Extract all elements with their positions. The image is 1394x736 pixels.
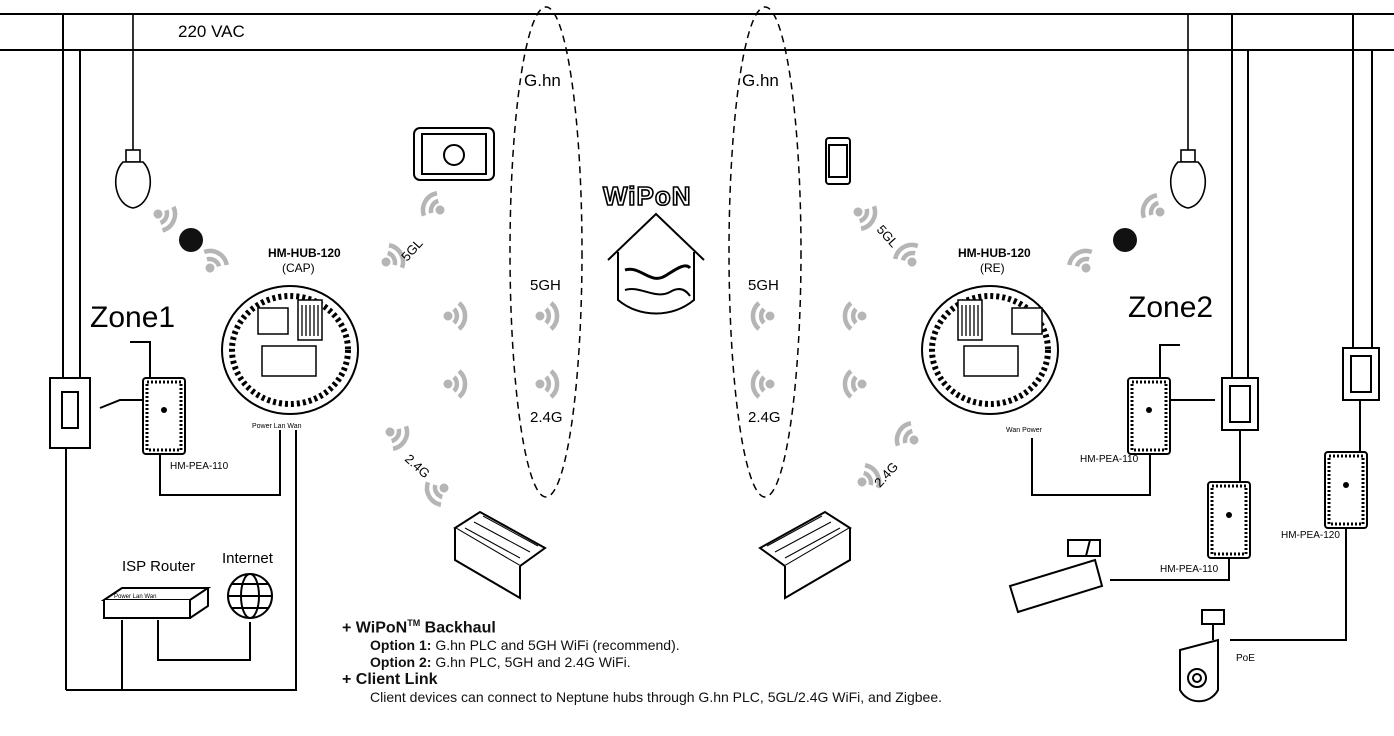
- hub-right-model: HM-HUB-120: [958, 246, 1031, 260]
- svg-text:WiPoN: WiPoN: [603, 181, 692, 211]
- ghn-label-right: G.hn: [742, 71, 779, 90]
- right-wall-risers: [1231, 14, 1373, 380]
- phone-icon: [825, 137, 851, 185]
- zone1-label: Zone1: [90, 301, 175, 334]
- router-ports: Power Lan Wan: [114, 594, 156, 600]
- light-bulb-icon: [1170, 14, 1206, 209]
- laptop-icon: [453, 510, 547, 600]
- zigbee-sensor-icon: [1113, 228, 1137, 252]
- ghn-backhaul-ellipse: [509, 6, 802, 498]
- backhaul-title: + WiPoNTM Backhaul: [342, 618, 496, 637]
- globe-icon: [227, 573, 273, 619]
- band-24g-hub-right: 2.4G: [871, 459, 901, 490]
- band-24g-hub-left: 2.4G: [402, 451, 433, 481]
- hub-right: [921, 285, 1059, 415]
- band-5gh-right: 5GH: [748, 277, 779, 294]
- adapter-camera-label: HM-PEA-110: [1160, 564, 1219, 575]
- poe-label: PoE: [1236, 653, 1255, 664]
- notes-block: + WiPoNTM Backhaul Option 1: G.hn PLC an…: [342, 614, 942, 706]
- left-wall-riser: [62, 14, 297, 691]
- dome-camera-icon: [1179, 609, 1225, 703]
- band-5gh-left: 5GH: [530, 277, 561, 294]
- hub-left-model: HM-HUB-120: [268, 246, 341, 260]
- zone2-label: Zone2: [1128, 291, 1213, 324]
- light-bulb-icon: [115, 14, 151, 209]
- ghn-label-left: G.hn: [524, 71, 561, 90]
- bullet-camera-icon: [1008, 539, 1104, 614]
- power-line-label: 220 VAC: [178, 22, 245, 41]
- tablet-icon: [413, 127, 495, 181]
- hub-right-ports: Wan Power: [1006, 427, 1043, 434]
- adapter-camera: [1110, 430, 1251, 581]
- client-text: Client devices can connect to Neptune hu…: [370, 689, 942, 706]
- hub-right-role: (RE): [980, 261, 1005, 275]
- adapter-right: [1031, 344, 1215, 496]
- band-24g-left: 2.4G: [530, 409, 563, 426]
- zigbee-sensor-icon: [179, 228, 203, 252]
- adapter-poe: [1230, 400, 1368, 641]
- isp-router: [100, 587, 251, 690]
- option1-line: Option 1: G.hn PLC and 5GH WiFi (recomme…: [370, 637, 680, 654]
- adapter-left-label: HM-PEA-110: [170, 461, 229, 472]
- wipon-logo: WiPoN: [602, 180, 705, 315]
- power-rail: [0, 13, 1394, 51]
- hub-left: [221, 285, 359, 415]
- internet-label: Internet: [222, 550, 274, 567]
- option2-line: Option 2: G.hn PLC, 5GH and 2.4G WiFi.: [370, 654, 631, 671]
- laptop-icon: [758, 510, 852, 600]
- wall-outlet-right: [1221, 347, 1380, 431]
- adapter-right-label: HM-PEA-110: [1080, 454, 1139, 465]
- router-label: ISP Router: [122, 558, 195, 575]
- adapter-poe-label: HM-PEA-120: [1281, 530, 1340, 541]
- client-title: + Client Link: [342, 671, 438, 689]
- band-5gl-right: 5GL: [874, 222, 902, 250]
- hub-left-role: (CAP): [282, 261, 315, 275]
- adapter-left: [99, 341, 281, 496]
- hub-left-ports: Power Lan Wan: [252, 423, 302, 430]
- wall-outlet-left: [49, 377, 91, 449]
- band-24g-right: 2.4G: [748, 409, 781, 426]
